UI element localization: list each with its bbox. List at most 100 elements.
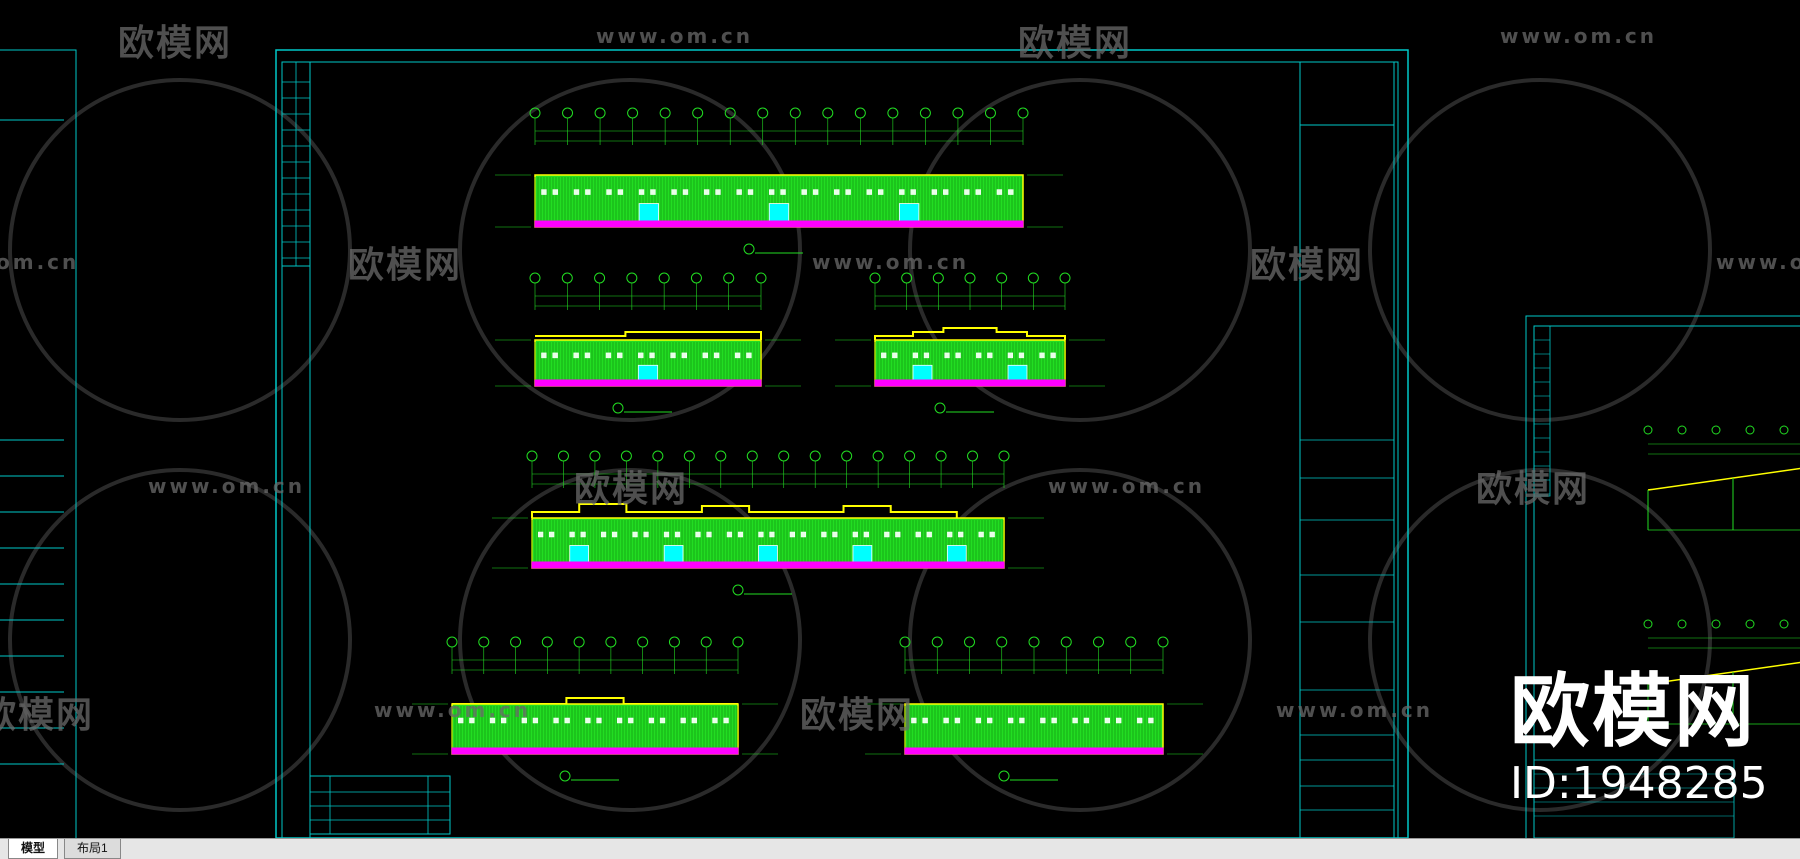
window [573, 352, 579, 359]
axis-bubble [1643, 425, 1653, 435]
window [1083, 717, 1090, 724]
axis-bubble [626, 272, 638, 284]
axis-bubble [1745, 619, 1755, 629]
axis-bubble [529, 272, 541, 284]
axis-bubble [562, 107, 574, 119]
title-block [1299, 61, 1395, 838]
axis-bubble [822, 107, 834, 119]
window [713, 352, 720, 359]
axis-bubble [668, 636, 680, 648]
axis-bubble [872, 450, 884, 462]
window [674, 531, 681, 538]
axis-bubble [1060, 636, 1072, 648]
watermark-arc [8, 468, 352, 812]
watermark-url: om.cn [0, 250, 80, 274]
axis-bubble [605, 636, 617, 648]
window [1039, 352, 1045, 359]
axis-bubble [919, 107, 931, 119]
window [643, 531, 649, 538]
elevation-5 [451, 703, 739, 755]
window [521, 717, 527, 724]
axis-bubble [967, 450, 979, 462]
stamp-brand: 欧模网 [1510, 665, 1756, 758]
right-sheet-frame [1525, 315, 1800, 838]
window [931, 189, 938, 195]
axis-bubble [1028, 636, 1040, 648]
caption-bubble [612, 402, 624, 414]
watermark-url: www.om.cn [1500, 24, 1658, 48]
window [955, 352, 961, 359]
right-binding-strip [1533, 325, 1551, 497]
window [1104, 717, 1111, 724]
layout-tab-bar: 模型 布局1 [0, 838, 1800, 859]
axis-bubble [854, 107, 866, 119]
watermark-url: www.om.cn [596, 24, 754, 48]
window [569, 531, 575, 538]
axis-bubble [932, 272, 944, 284]
watermark-brand: 欧模网 [800, 695, 915, 736]
window [943, 189, 949, 195]
window [723, 717, 729, 724]
window [580, 531, 586, 538]
window [702, 352, 708, 359]
door [663, 545, 684, 563]
window [695, 531, 701, 538]
axis-bubble [841, 450, 853, 462]
axis-bubble [715, 450, 727, 462]
window [1072, 717, 1078, 724]
door [898, 203, 920, 222]
axis-bubble [996, 636, 1008, 648]
tab-model[interactable]: 模型 [8, 839, 59, 859]
axis-bubble [998, 450, 1010, 462]
watermark-arc [908, 78, 1252, 422]
cad-drawing [0, 49, 1800, 838]
window [552, 189, 559, 195]
base-plinth [534, 220, 1024, 228]
axis-bubble [627, 107, 639, 119]
window [703, 189, 710, 195]
stamp-id: ID:1948285 [1510, 758, 1768, 809]
window [1115, 717, 1122, 724]
window [584, 352, 591, 359]
axis-bubble [561, 272, 573, 284]
window [911, 717, 917, 724]
tab-layout1[interactable]: 布局1 [64, 839, 121, 859]
window [734, 352, 741, 359]
window [671, 189, 677, 195]
window [617, 352, 623, 359]
window [553, 717, 559, 724]
window [680, 717, 686, 724]
axis-bubble [658, 272, 670, 284]
cad-model-space[interactable]: 欧模网 www.om.cn 欧模网 www.om.cn om.cn 欧模网 ww… [0, 0, 1800, 838]
axis-bubble [478, 636, 490, 648]
window [884, 531, 890, 538]
window [726, 531, 733, 538]
window [877, 189, 884, 195]
window [899, 189, 905, 195]
window [881, 352, 887, 359]
axis-bubble [732, 636, 744, 648]
window [768, 189, 775, 195]
window [552, 352, 558, 359]
window [541, 352, 547, 359]
caption-bubble [559, 770, 571, 782]
base-plinth [531, 561, 1005, 569]
window [682, 189, 689, 195]
window [596, 717, 602, 724]
watermark-url: www.om.cn [148, 474, 306, 498]
window [746, 352, 752, 359]
base-plinth [451, 747, 739, 755]
window [638, 352, 644, 359]
window [1051, 717, 1057, 724]
watermark-arc [1368, 78, 1712, 422]
window [996, 189, 1003, 195]
watermark-url: www.om.cn [1276, 698, 1434, 722]
axis-bubble [952, 107, 964, 119]
window [944, 352, 950, 359]
window [691, 717, 697, 724]
axis-bubble [964, 636, 975, 648]
window [638, 189, 645, 195]
parapet-profile [531, 503, 958, 518]
axis-bubble [904, 450, 916, 462]
window [1040, 717, 1046, 724]
